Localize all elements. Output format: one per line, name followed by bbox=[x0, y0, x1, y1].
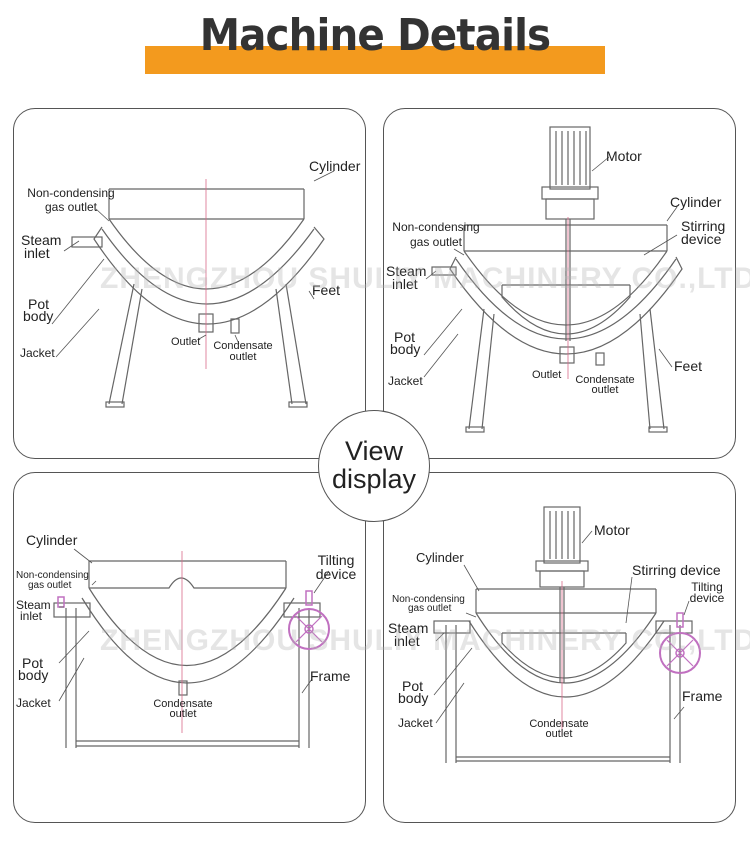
label-frame: Frame bbox=[682, 688, 723, 704]
label-condensate-outlet: outlet bbox=[169, 708, 197, 720]
panel-tilting-stirring-kettle: Motor Cylinder Stirring device Non-conde… bbox=[383, 472, 736, 823]
label-motor: Motor bbox=[606, 148, 642, 164]
label-body: body bbox=[18, 667, 49, 683]
label-gas-outlet: gas outlet bbox=[409, 235, 463, 249]
label-cylinder: Cylinder bbox=[26, 532, 78, 548]
tilting-kettle-drawing bbox=[53, 548, 330, 748]
label-steam: Steam bbox=[21, 232, 62, 248]
label-body: body bbox=[390, 341, 421, 357]
watermark-bottom: ZHENGZHOU SHULIY MACHINERY CO.,LTD bbox=[100, 624, 750, 657]
label-inlet: inlet bbox=[20, 609, 43, 623]
label-feet: Feet bbox=[674, 358, 703, 374]
label-cylinder: Cylinder bbox=[670, 194, 722, 210]
watermark-top: ZHENGZHOU SHULIY MACHINERY CO.,LTD bbox=[100, 262, 750, 295]
label-body: body bbox=[23, 308, 54, 324]
label-steam: Steam bbox=[388, 620, 429, 636]
label-frame: Frame bbox=[310, 668, 351, 684]
label-outlet: Outlet bbox=[532, 369, 562, 381]
label-non-condensing: Non-condensing bbox=[392, 220, 480, 234]
label-jacket: Jacket bbox=[398, 716, 433, 730]
label-non-condensing: Non-condensing bbox=[27, 186, 115, 200]
label-gas-outlet: gas outlet bbox=[28, 580, 72, 591]
label-gas-outlet: gas outlet bbox=[44, 200, 98, 214]
label-steam: Steam bbox=[16, 598, 51, 612]
label-device: device bbox=[681, 231, 722, 247]
label-pot: Pot bbox=[402, 678, 424, 694]
label-body: body bbox=[398, 690, 429, 706]
label-cylinder: Cylinder bbox=[309, 158, 361, 174]
label-jacket: Jacket bbox=[16, 696, 51, 710]
label-gas-outlet: gas outlet bbox=[408, 603, 452, 614]
label-inlet: inlet bbox=[392, 276, 418, 292]
display-label: display bbox=[331, 464, 417, 495]
label-jacket: Jacket bbox=[388, 374, 423, 388]
label-inlet: inlet bbox=[394, 633, 420, 649]
label-condensate: Condensate bbox=[529, 718, 589, 730]
label-pot: Pot bbox=[394, 329, 416, 345]
label-inlet: inlet bbox=[24, 245, 50, 261]
label-condensate: Condensate bbox=[213, 340, 273, 352]
label-pot: Pot bbox=[28, 296, 50, 312]
label-motor: Motor bbox=[594, 522, 630, 538]
label-feet: Feet bbox=[312, 282, 341, 298]
view-label: View bbox=[344, 436, 404, 466]
label-outlet: Outlet bbox=[171, 336, 201, 348]
label-non-condensing: Non-condensing bbox=[16, 570, 89, 581]
label-steam: Steam bbox=[386, 263, 427, 279]
title-banner bbox=[145, 46, 605, 74]
label-cylinder: Cylinder bbox=[416, 550, 464, 565]
label-stirring-device: Stirring device bbox=[632, 562, 721, 578]
panel-kettle-with-feet: Cylinder Non-condensing gas outlet Steam… bbox=[13, 108, 366, 459]
label-stirring: Stirring bbox=[681, 218, 726, 234]
label-device: device bbox=[689, 591, 725, 605]
tilting-stirring-kettle-drawing bbox=[433, 506, 701, 763]
label-pot: Pot bbox=[22, 655, 44, 671]
panel-tilting-kettle: Cylinder Non-condensing gas outlet Steam… bbox=[13, 472, 366, 823]
label-non-condensing: Non-condensing bbox=[392, 594, 465, 605]
label-tilting: Tilting bbox=[317, 552, 355, 568]
label-condensate: Condensate bbox=[153, 698, 213, 710]
kettle-feet-drawing bbox=[51, 170, 335, 408]
stirring-kettle-feet-drawing bbox=[423, 126, 683, 433]
page-title: Machine Details bbox=[199, 10, 551, 61]
label-condensate-outlet: outlet bbox=[591, 384, 619, 396]
label-condensate-outlet: outlet bbox=[229, 351, 257, 363]
label-jacket: Jacket bbox=[20, 346, 55, 360]
label-condensate: Condensate bbox=[575, 374, 635, 386]
label-device: device bbox=[315, 566, 357, 582]
panel-stirring-kettle-with-feet: Motor Cylinder Stirring device Non-conde… bbox=[383, 108, 736, 459]
view-display-badge: View display bbox=[318, 410, 430, 522]
label-tilting: Tilting bbox=[691, 580, 723, 594]
label-condensate-outlet: outlet bbox=[545, 728, 573, 740]
